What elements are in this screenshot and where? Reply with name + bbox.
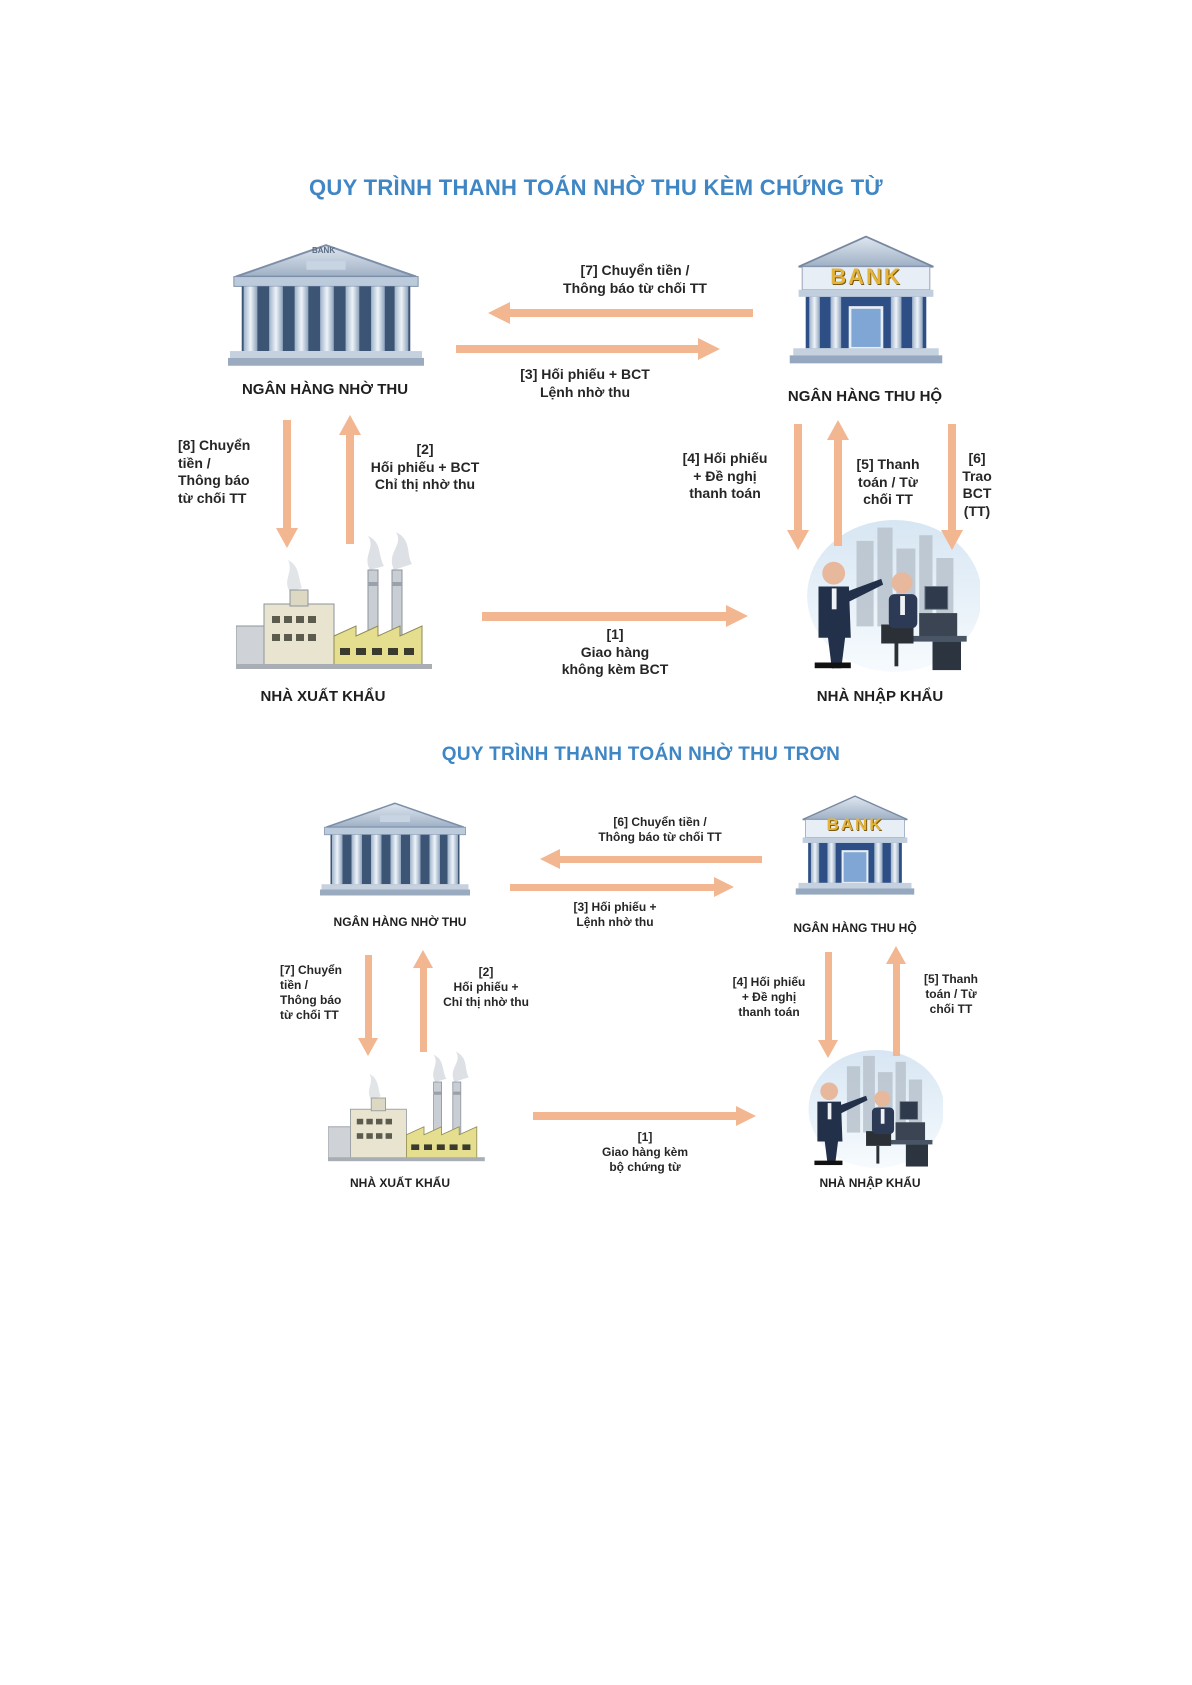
exporter-label: NHÀ XUẤT KHẨU — [260, 688, 386, 705]
step7-label-1: [7] Chuyển tiền / Thông báo từ chối TT — [563, 262, 707, 296]
bank-sign-2: BANK — [826, 815, 884, 834]
collecting-bank-label-2: NGÂN HÀNG THU HỘ — [793, 921, 917, 935]
arrow-step6-2 — [540, 849, 762, 869]
step3-label-2: [3] Hối phiếu + Lệnh nhờ thu — [573, 900, 657, 929]
remitting-bank-label-2: NGÂN HÀNG NHỜ THU — [333, 915, 467, 929]
diagram1-title: QUY TRÌNH THANH TOÁN NHỜ THU KÈM CHỨNG T… — [309, 175, 883, 200]
arrow-step7-1 — [488, 302, 753, 324]
importer-label-2: NHÀ NHẬP KHẨU — [819, 1176, 921, 1190]
arrow-step3-1 — [456, 338, 720, 360]
importer-label: NHÀ NHẬP KHẨU — [816, 688, 944, 705]
arrow-step5-2 — [886, 946, 906, 1056]
step2-label-1: [2] Hối phiếu + BCT Chỉ thị nhờ thu — [370, 441, 480, 492]
step7-label-2: [7] Chuyển tiền / Thông báo từ chối TT — [280, 963, 343, 1022]
step4-label-1: [4] Hối phiếu + Đề nghị thanh toán — [682, 450, 768, 501]
arrow-step7-2 — [358, 955, 378, 1056]
arrow-step5-1 — [827, 420, 849, 546]
arrow-step4-1 — [787, 424, 809, 550]
arrow-step2-1 — [339, 415, 361, 544]
step5-label-2: [5] Thanh toán / Từ chối TT — [924, 972, 978, 1016]
exporter-label-2: NHÀ XUẤT KHẨU — [350, 1176, 450, 1190]
arrow-step6-1 — [941, 424, 963, 550]
arrow-step1-2 — [533, 1106, 756, 1126]
diagram2-title: QUY TRÌNH THANH TOÁN NHỜ THU TRƠN — [441, 744, 841, 765]
step5-label-1: [5] Thanh toán / Từ chối TT — [856, 456, 920, 507]
arrow-step1-1 — [482, 605, 748, 627]
step4-label-2: [4] Hối phiếu + Đề nghị thanh toán — [732, 975, 806, 1019]
step1-label-1: [1] Giao hàng không kèm BCT — [561, 626, 669, 677]
step6-label-1: [6] Trao BCT (TT) — [962, 450, 992, 519]
arrow-step8-1 — [276, 420, 298, 548]
arrow-step4-2 — [818, 952, 838, 1058]
arrow-step3-2 — [510, 877, 734, 897]
step2-label-2: [2] Hối phiếu + Chỉ thị nhờ thu — [443, 965, 529, 1009]
remitting-bank-label: NGÂN HÀNG NHỜ THU — [241, 381, 409, 398]
collecting-bank-label: NGÂN HÀNG THU HỘ — [787, 388, 943, 405]
step8-label-1: [8] Chuyển tiền / Thông báo từ chối TT — [178, 437, 251, 506]
step3-label-1: [3] Hối phiếu + BCT Lệnh nhờ thu — [520, 366, 650, 400]
step1-label-2: [1] Giao hàng kèm bộ chứng từ — [601, 1130, 689, 1174]
arrow-step2-2 — [413, 950, 433, 1052]
step6-label-2: [6] Chuyển tiền / Thông báo từ chối TT — [598, 815, 722, 844]
bank-sign-1: BANK — [830, 264, 902, 289]
